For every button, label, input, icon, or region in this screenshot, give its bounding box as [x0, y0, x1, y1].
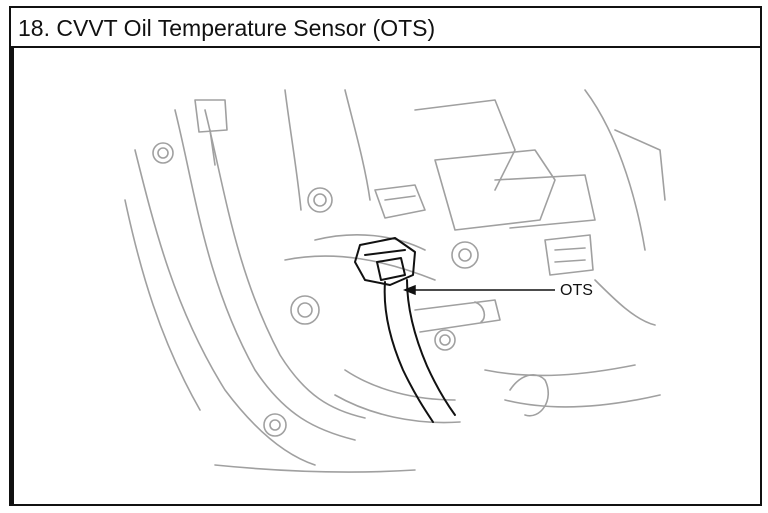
ots-callout-label: OTS: [560, 282, 593, 299]
bolt-4: [451, 241, 479, 269]
engine-illustration: [124, 89, 666, 473]
left-rule: [11, 48, 14, 504]
page-title: 18. CVVT Oil Temperature Sensor (OTS): [18, 15, 436, 41]
bolt-6: [263, 413, 287, 437]
bolt-5: [434, 329, 456, 351]
bolt-2: [307, 187, 333, 213]
title-bar: 18. CVVT Oil Temperature Sensor (OTS): [11, 8, 760, 48]
ots-leader: [402, 284, 555, 296]
ots-sensor: [354, 237, 456, 423]
bolt-1: [152, 142, 174, 164]
document-frame: 18. CVVT Oil Temperature Sensor (OTS): [9, 6, 762, 506]
hose-outer: [174, 109, 356, 441]
hose-inner: [204, 109, 366, 419]
bolt-3: [290, 295, 320, 325]
